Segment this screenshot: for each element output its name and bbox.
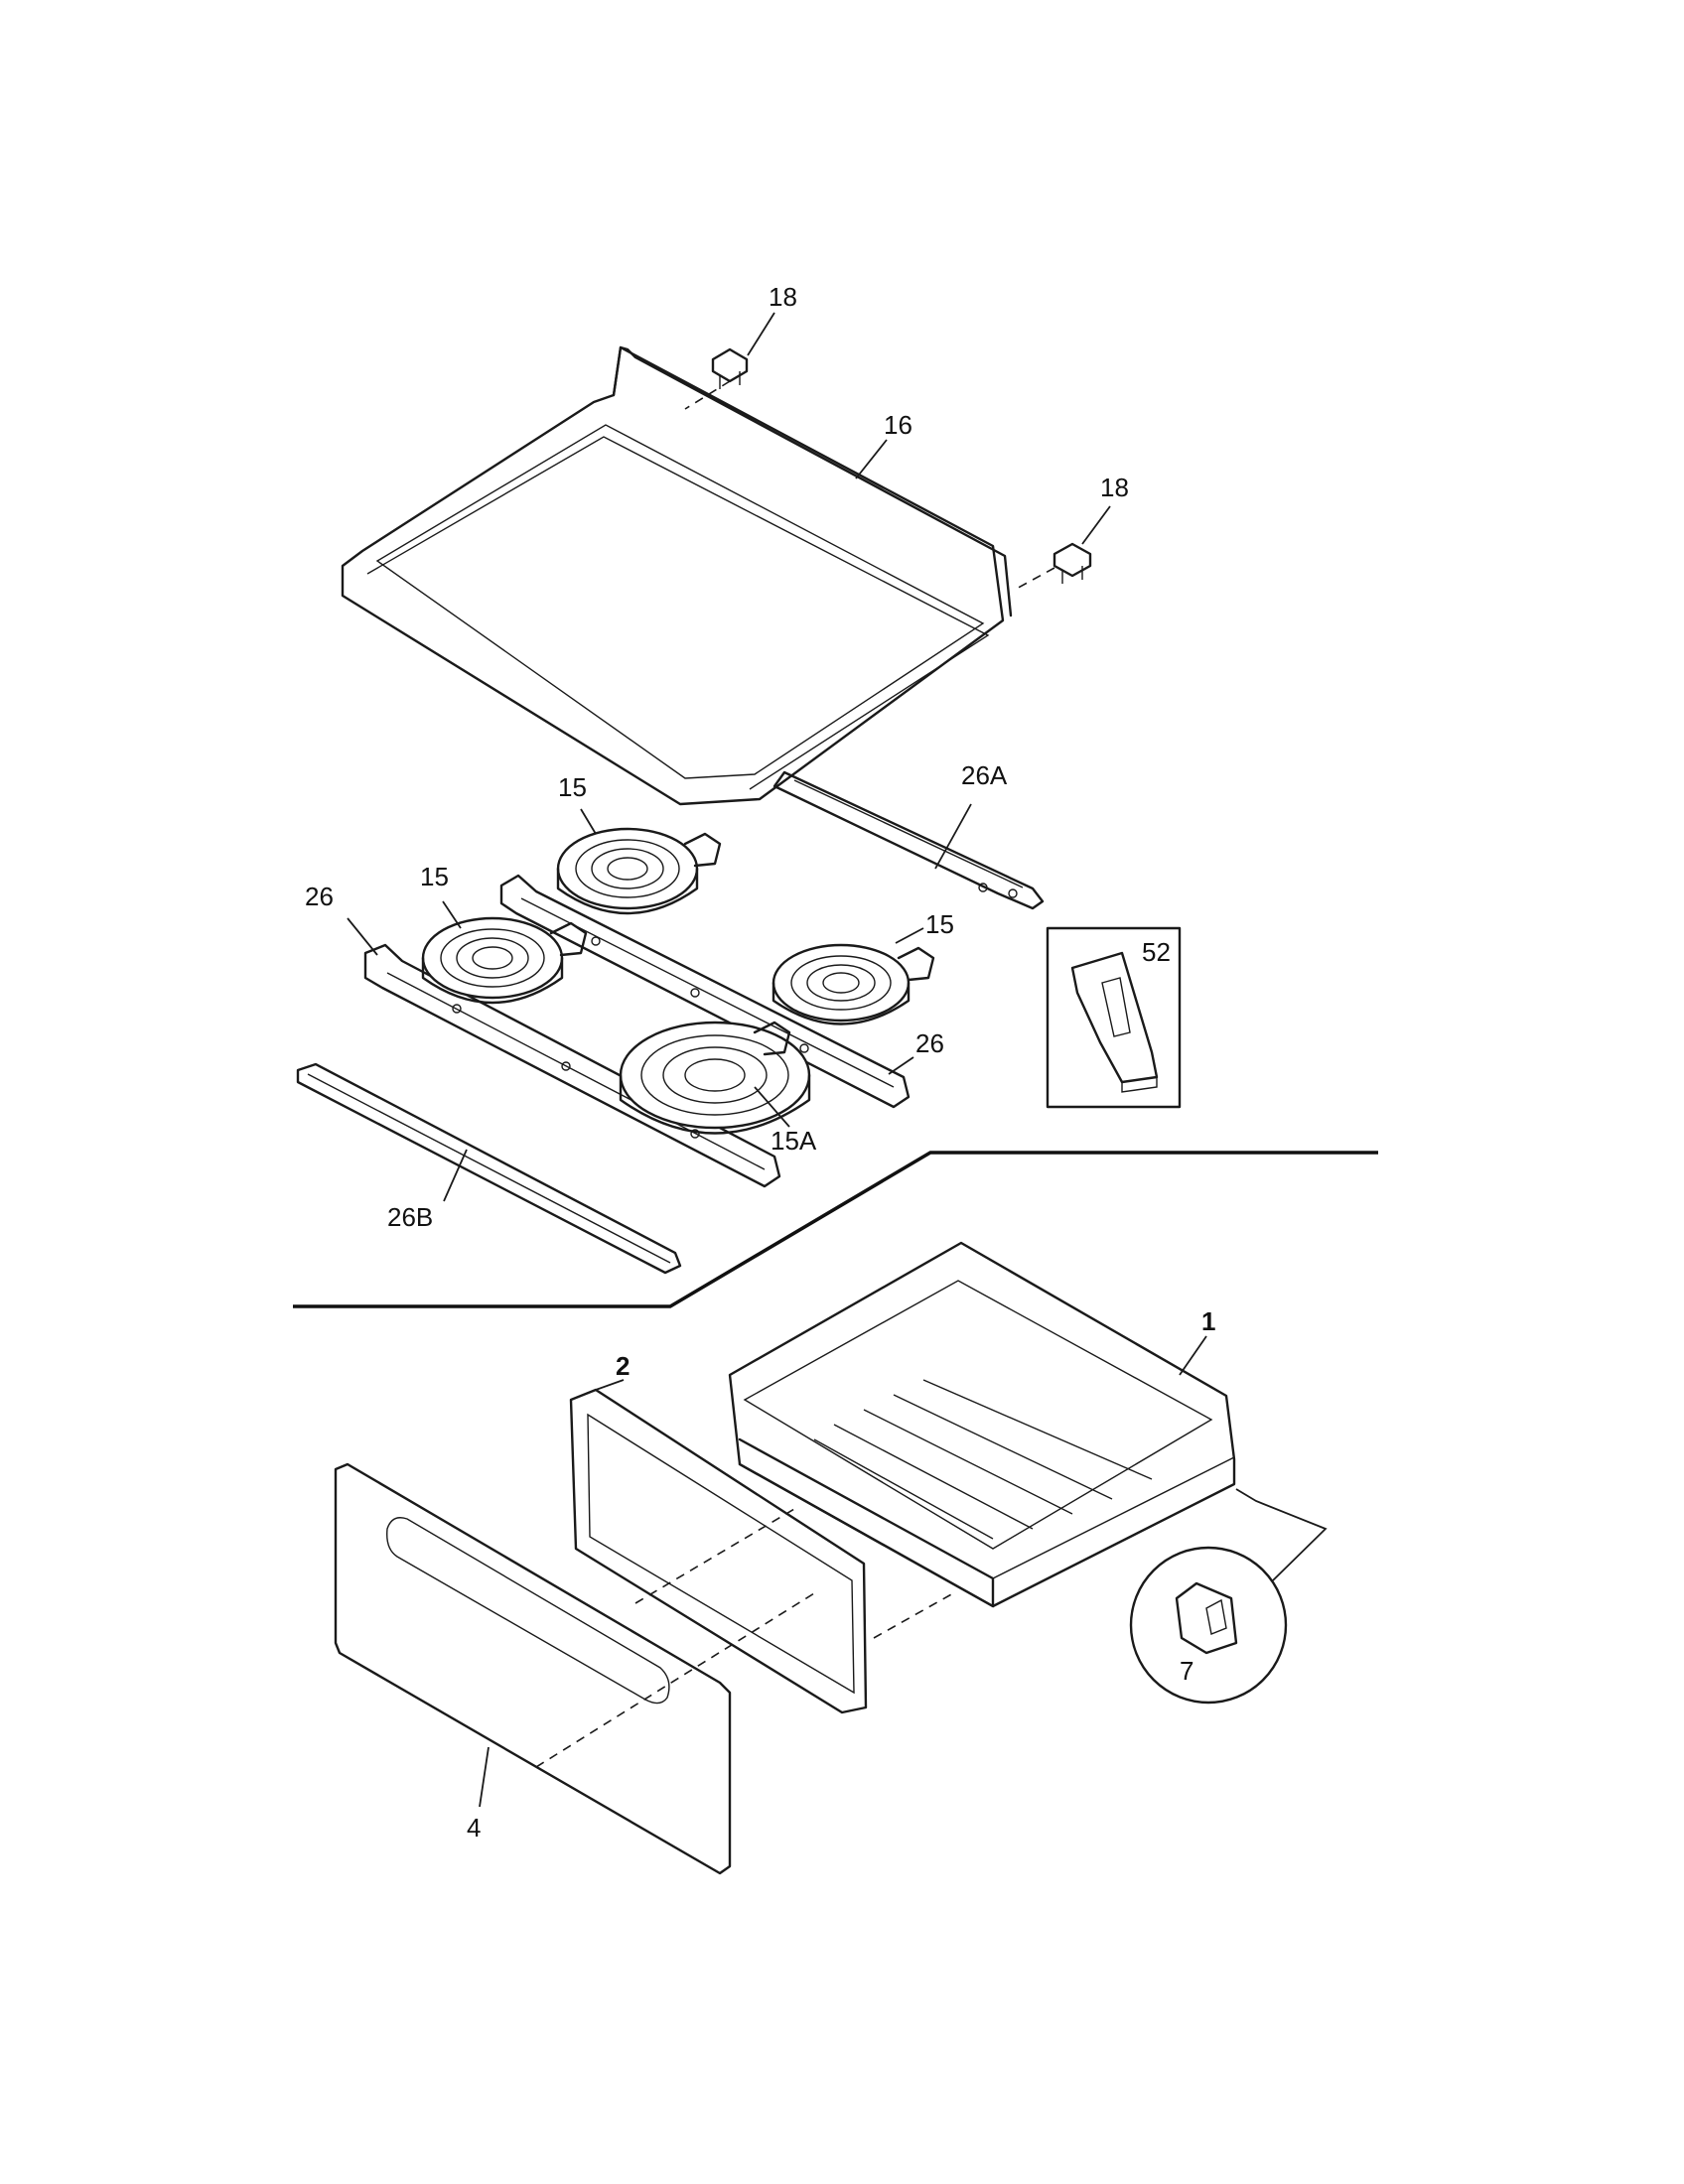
drawer-frame-part-2: [569, 1388, 868, 1714]
section-separator: [293, 1151, 1378, 1308]
callout-1: 1: [1201, 1306, 1215, 1336]
clip-dash-right: [1012, 567, 1055, 592]
detail-circle-part-7: [1129, 1488, 1328, 1705]
assembly-dash-1: [535, 1592, 815, 1768]
callout-16: 16: [884, 410, 912, 440]
callout-26-lower: 26: [305, 882, 334, 911]
callout-18-right: 18: [1100, 473, 1129, 502]
callout-18-left: 18: [769, 282, 797, 312]
burner-part-15-left: [421, 916, 588, 1005]
callout-26A: 26A: [961, 760, 1008, 790]
callout-15-top: 15: [558, 772, 587, 802]
callout-2: 2: [616, 1351, 630, 1381]
drawer-front-part-4: [334, 1462, 732, 1875]
callout-26B: 26B: [387, 1202, 433, 1232]
callout-15-left: 15: [420, 862, 449, 891]
inset-box-part-52: [1046, 926, 1182, 1109]
burner-part-15-right: [772, 943, 935, 1025]
bracket-part-26-upper: [499, 874, 911, 1109]
bracket-part-26-lower: [363, 943, 781, 1188]
assembly-dash-3: [873, 1592, 954, 1639]
callout-4: 4: [467, 1813, 481, 1843]
strip-part-26B: [296, 1062, 682, 1275]
clip-part-18-left: [711, 347, 749, 389]
drawer-box-part-1: [728, 1241, 1236, 1608]
assembly-dash-2: [634, 1508, 795, 1604]
leader-lines: [347, 312, 1207, 1808]
cooktop-part-16: [341, 345, 1013, 806]
callout-15-right: 15: [925, 909, 954, 939]
clip-dash-left: [684, 380, 731, 410]
callout-15A: 15A: [771, 1126, 817, 1156]
callout-7: 7: [1180, 1656, 1193, 1686]
clip-part-18-right: [1052, 542, 1092, 584]
callout-26-upper: 26: [915, 1028, 944, 1058]
burner-part-15A: [619, 1021, 811, 1135]
callout-52: 52: [1142, 937, 1171, 967]
bracket-part-26A: [772, 770, 1045, 910]
burner-part-15-top: [556, 827, 722, 915]
